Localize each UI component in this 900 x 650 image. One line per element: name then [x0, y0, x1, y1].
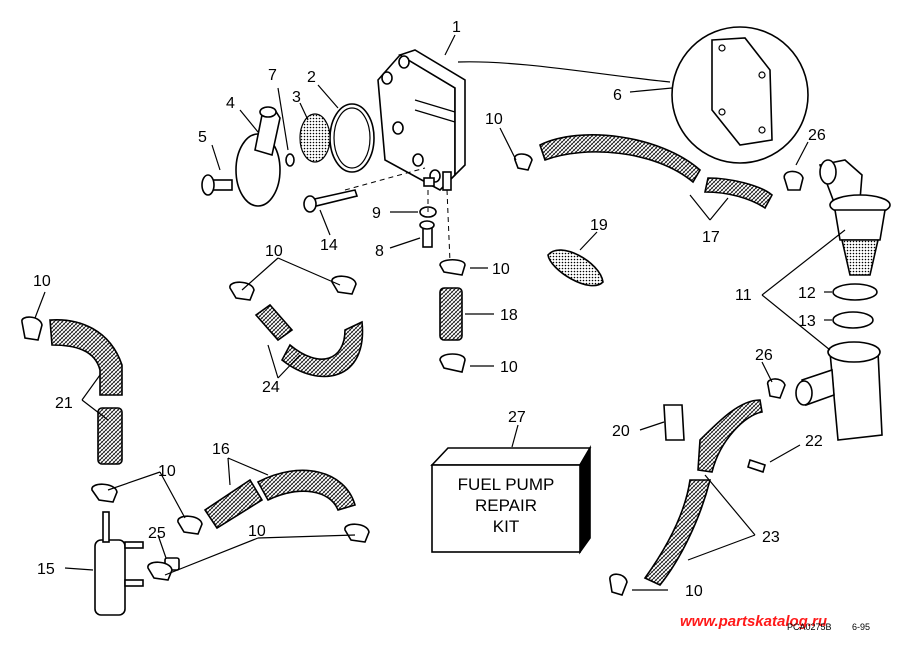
callout-26-bottom: 26	[755, 347, 773, 364]
fuel-pump-body	[377, 49, 466, 191]
callout-9: 9	[372, 205, 381, 222]
hose-16	[203, 469, 370, 543]
callout-4: 4	[226, 95, 235, 112]
callout-27: 27	[508, 409, 526, 426]
callout-1: 1	[452, 19, 461, 36]
callout-numbers: 1 2 3 4 5 7 6 10 26 9 8 14 10 18 10 17 1…	[33, 19, 826, 600]
callout-7: 7	[268, 67, 277, 84]
pump-cover-parts	[201, 103, 375, 207]
callout-15: 15	[37, 561, 55, 578]
cover-19	[547, 249, 604, 287]
center-hose-clips	[439, 258, 466, 373]
callout-25: 25	[148, 525, 166, 542]
watermark: www.partskatalog.ru	[680, 613, 827, 630]
hose-24	[229, 275, 364, 378]
callout-24: 24	[262, 379, 280, 396]
hose-17	[513, 134, 774, 210]
date-code: 6-95	[852, 622, 870, 632]
hose-23	[609, 399, 763, 596]
callout-10-center-top: 10	[492, 261, 510, 278]
callout-5: 5	[198, 129, 207, 146]
callout-19: 19	[590, 217, 608, 234]
callout-14: 14	[320, 237, 338, 254]
callout-23: 23	[762, 529, 780, 546]
callout-10-lower-left: 10	[158, 463, 176, 480]
callout-16: 16	[212, 441, 230, 458]
callout-13: 13	[798, 313, 816, 330]
leader-lines	[34, 34, 846, 591]
callout-11: 11	[735, 287, 752, 304]
screw-and-fitting	[303, 167, 451, 263]
callout-18: 18	[500, 307, 518, 324]
callout-20: 20	[612, 423, 630, 440]
callout-6: 6	[613, 87, 622, 104]
callout-22: 22	[805, 433, 823, 450]
callout-10-bottom-right: 10	[685, 583, 703, 600]
callout-10-top: 10	[485, 111, 503, 128]
callout-2: 2	[307, 69, 316, 86]
callout-10-center-bottom: 10	[500, 359, 518, 376]
callout-10-lower-center: 10	[248, 523, 266, 540]
callout-17: 17	[702, 229, 720, 246]
primer-bulb	[91, 483, 203, 616]
gasket-detail-circle	[671, 26, 809, 164]
kit-line-2: REPAIR	[475, 496, 537, 515]
callout-8: 8	[375, 243, 384, 260]
hose-21	[21, 316, 123, 465]
callout-10-far-left: 10	[33, 273, 51, 290]
kit-line-3: KIT	[493, 517, 519, 536]
callout-10-mid-left: 10	[265, 243, 283, 260]
callout-3: 3	[292, 89, 301, 106]
kit-line-1: FUEL PUMP	[458, 475, 555, 494]
repair-kit-box: FUEL PUMP REPAIR KIT	[430, 445, 592, 555]
callout-12: 12	[798, 285, 816, 302]
callout-21: 21	[55, 395, 73, 412]
callout-26-top: 26	[808, 127, 826, 144]
fuel-filter-assembly	[747, 159, 891, 474]
drawing-code: PCA0275B	[787, 622, 832, 632]
